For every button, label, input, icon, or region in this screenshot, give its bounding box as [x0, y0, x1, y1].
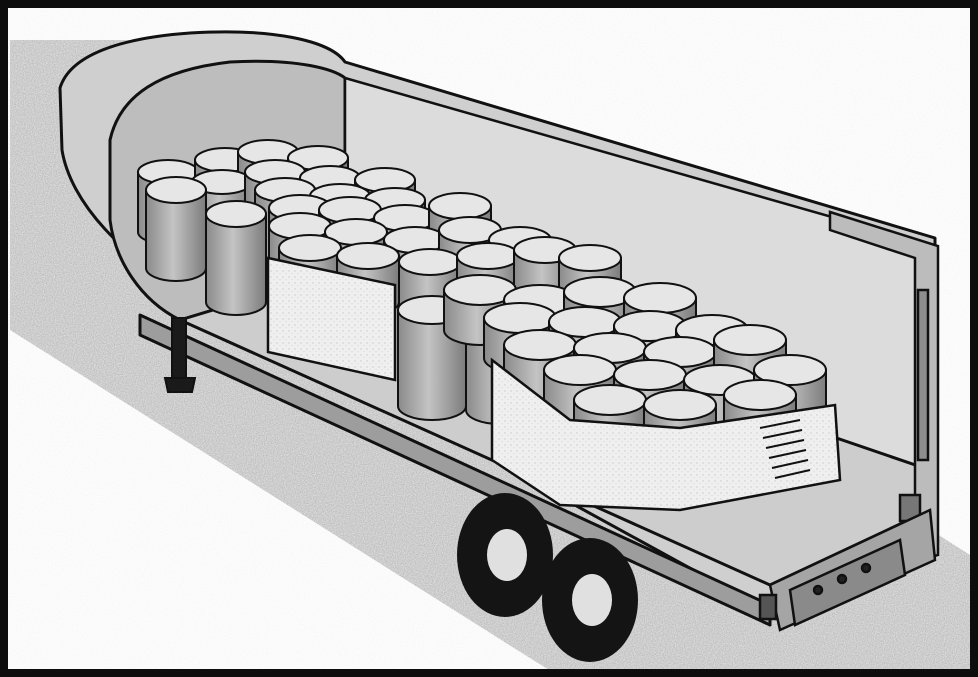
drum	[146, 177, 206, 281]
drum	[206, 201, 266, 315]
